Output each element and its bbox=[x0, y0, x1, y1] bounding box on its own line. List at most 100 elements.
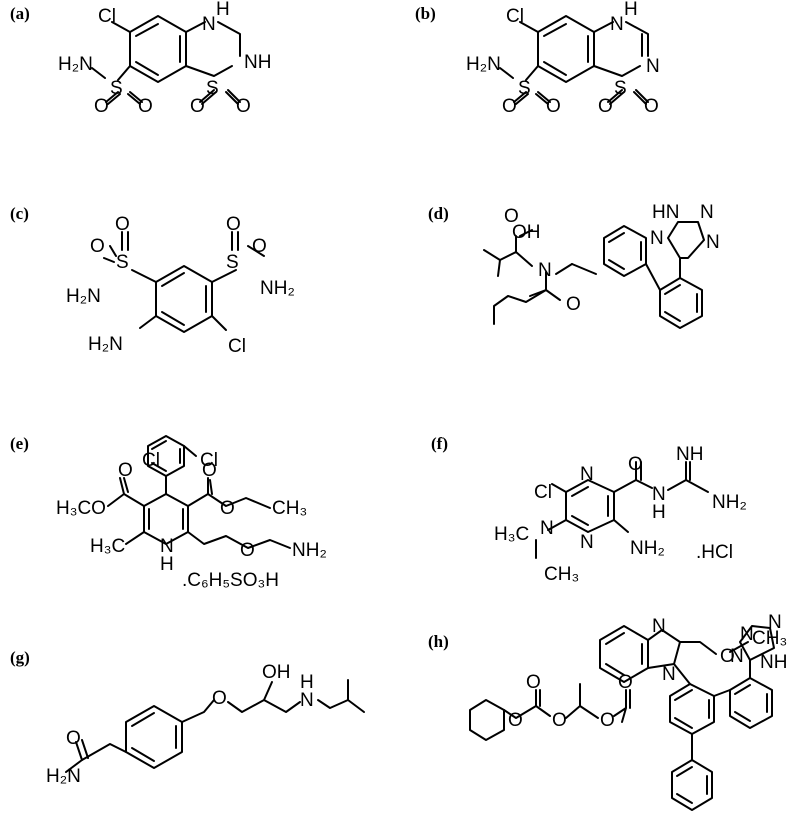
atom-b-cl: Cl bbox=[506, 6, 524, 27]
atom-g-h2n: H₂N bbox=[46, 766, 81, 787]
atom-e-h: H bbox=[160, 554, 174, 575]
atom-h-tz-n3: N bbox=[730, 646, 744, 667]
panel-label-g: (g) bbox=[10, 648, 30, 667]
atom-b-n: N bbox=[610, 14, 624, 35]
atom-a-n: N bbox=[202, 14, 216, 35]
atom-h-o4: O bbox=[600, 710, 615, 731]
atom-f-h: H bbox=[652, 502, 666, 523]
structure-b: Cl H N N H₂N S S O O O O bbox=[466, 0, 660, 117]
atom-c-h2n-2: H₂N bbox=[88, 334, 123, 355]
atom-a-s1: S bbox=[110, 78, 123, 99]
atom-e-o1: O bbox=[118, 460, 133, 481]
atom-f-n2: N bbox=[580, 532, 594, 553]
atom-h-tz-n2: N bbox=[768, 612, 782, 633]
atom-d-tz-n3: N bbox=[706, 232, 720, 253]
atom-h-ch3: CH₃ bbox=[752, 628, 787, 649]
structure-g: O H₂N O OH H N bbox=[46, 662, 365, 787]
atom-b-s2: S bbox=[614, 78, 627, 99]
atom-c-h2n-1: H₂N bbox=[66, 286, 101, 307]
atom-h-o2: O bbox=[508, 710, 523, 731]
atom-d-tz-hn: HN bbox=[652, 202, 679, 223]
panel-label-f: (f) bbox=[431, 434, 448, 453]
atom-h-tz-nh: NH bbox=[760, 652, 787, 673]
atom-f-nh2: NH₂ bbox=[630, 538, 665, 559]
atom-f-n1: N bbox=[580, 464, 594, 485]
atom-d-o-acid: O bbox=[504, 206, 519, 227]
atom-d-tz-n1: N bbox=[700, 202, 714, 223]
panel-label-e: (e) bbox=[10, 434, 29, 453]
atom-b-o2: O bbox=[546, 96, 561, 117]
atom-e-salt: .C₆H₅SO₃H bbox=[182, 570, 279, 591]
atom-f-nh: N bbox=[652, 484, 666, 505]
atom-a-o4: O bbox=[236, 96, 251, 117]
atom-a-h2n: H₂N bbox=[58, 54, 93, 75]
atom-d-oh: OH bbox=[512, 222, 541, 243]
atom-e-ch3-top: CH₃ bbox=[272, 498, 307, 519]
atom-c-o3: O bbox=[226, 214, 241, 235]
atom-h-o1: O bbox=[526, 672, 541, 693]
atom-a-o3: O bbox=[190, 96, 205, 117]
panel-label-h: (h) bbox=[428, 632, 449, 651]
panel-label-d: (d) bbox=[428, 204, 449, 223]
atom-f-cl: Cl bbox=[534, 482, 552, 503]
atom-e-o4: O bbox=[240, 540, 255, 561]
atom-f-nh2-right: NH₂ bbox=[712, 492, 747, 513]
atom-h-o-ethoxy: O bbox=[720, 646, 735, 667]
atom-h-o5: O bbox=[618, 672, 633, 693]
atom-g-n: N bbox=[300, 690, 314, 711]
atom-h-n1: N bbox=[652, 616, 666, 637]
atom-d-tz-n2: N bbox=[650, 228, 664, 249]
atom-e-nh: N bbox=[160, 536, 174, 557]
atom-c-o1: O bbox=[115, 214, 130, 235]
atom-b-o4: O bbox=[644, 96, 659, 117]
atom-c-nh2-1: NH₂ bbox=[260, 278, 295, 299]
atom-f-n-me: N bbox=[540, 518, 554, 539]
atom-c-o4: O bbox=[252, 236, 267, 257]
atom-e-cl: Cl bbox=[142, 450, 160, 471]
atom-d-n: N bbox=[538, 260, 552, 281]
atom-e-o3: O bbox=[220, 498, 235, 519]
atom-e-h3co: H₃CO bbox=[56, 498, 106, 519]
atom-e-h3c: H₃C bbox=[90, 536, 125, 557]
atom-g-oh: OH bbox=[262, 662, 291, 683]
structure-f: O NH Cl N N H NH₂ N H₃C N CH₃ NH₂ .HCl bbox=[494, 444, 747, 585]
atom-g-h: H bbox=[300, 672, 314, 693]
atom-e-o2: O bbox=[202, 460, 217, 481]
atom-b-h2n: H₂N bbox=[466, 54, 501, 75]
atom-f-salt: .HCl bbox=[696, 542, 733, 563]
atom-b-h: H bbox=[624, 0, 638, 20]
atom-c-o2: O bbox=[90, 236, 105, 257]
atom-h-n2: N bbox=[662, 664, 676, 685]
structure-e: Cl Cl O O H₃CO O CH₃ H₃C N H O NH₂ .C₆H₅… bbox=[56, 435, 327, 591]
atom-a-o1: O bbox=[94, 96, 109, 117]
structure-h: N O CH₃ N O O O O O N N N NH bbox=[469, 612, 787, 811]
atom-b-n-right: N bbox=[646, 56, 660, 77]
atom-g-o: O bbox=[66, 728, 81, 749]
panel-label-a: (a) bbox=[10, 4, 30, 23]
atom-b-o3: O bbox=[598, 96, 613, 117]
atom-a-o2: O bbox=[138, 96, 153, 117]
atom-g-o-ether: O bbox=[212, 688, 227, 709]
atom-a-h: H bbox=[216, 0, 230, 20]
atom-b-o1: O bbox=[502, 96, 517, 117]
atom-f-h3c: H₃C bbox=[494, 524, 529, 545]
atom-c-s1: S bbox=[116, 252, 129, 273]
structure-c: O O O O S S H₂N NH₂ H₂N Cl bbox=[66, 214, 295, 357]
atom-b-s1: S bbox=[518, 78, 531, 99]
atom-f-nh-top: NH bbox=[676, 444, 703, 465]
atom-e-nh2: NH₂ bbox=[292, 540, 327, 561]
atom-h-tz-n1: N bbox=[740, 624, 754, 645]
panel-label-b: (b) bbox=[415, 4, 436, 23]
structure-d: OH O N HN N N N O bbox=[483, 202, 720, 329]
atom-e-cl-label: Cl bbox=[200, 450, 218, 471]
panel-label-c: (c) bbox=[10, 204, 29, 223]
atom-a-nh: NH bbox=[244, 52, 271, 73]
atom-a-cl: Cl bbox=[98, 6, 116, 27]
atom-d-o-amide: O bbox=[566, 294, 581, 315]
structure-a: Cl H N NH H₂N S S O O O O bbox=[58, 0, 271, 117]
atom-f-ch3: CH₃ bbox=[544, 564, 579, 585]
atom-c-cl: Cl bbox=[228, 336, 246, 357]
atom-f-o: O bbox=[628, 454, 643, 475]
atom-h-o3: O bbox=[552, 710, 567, 731]
